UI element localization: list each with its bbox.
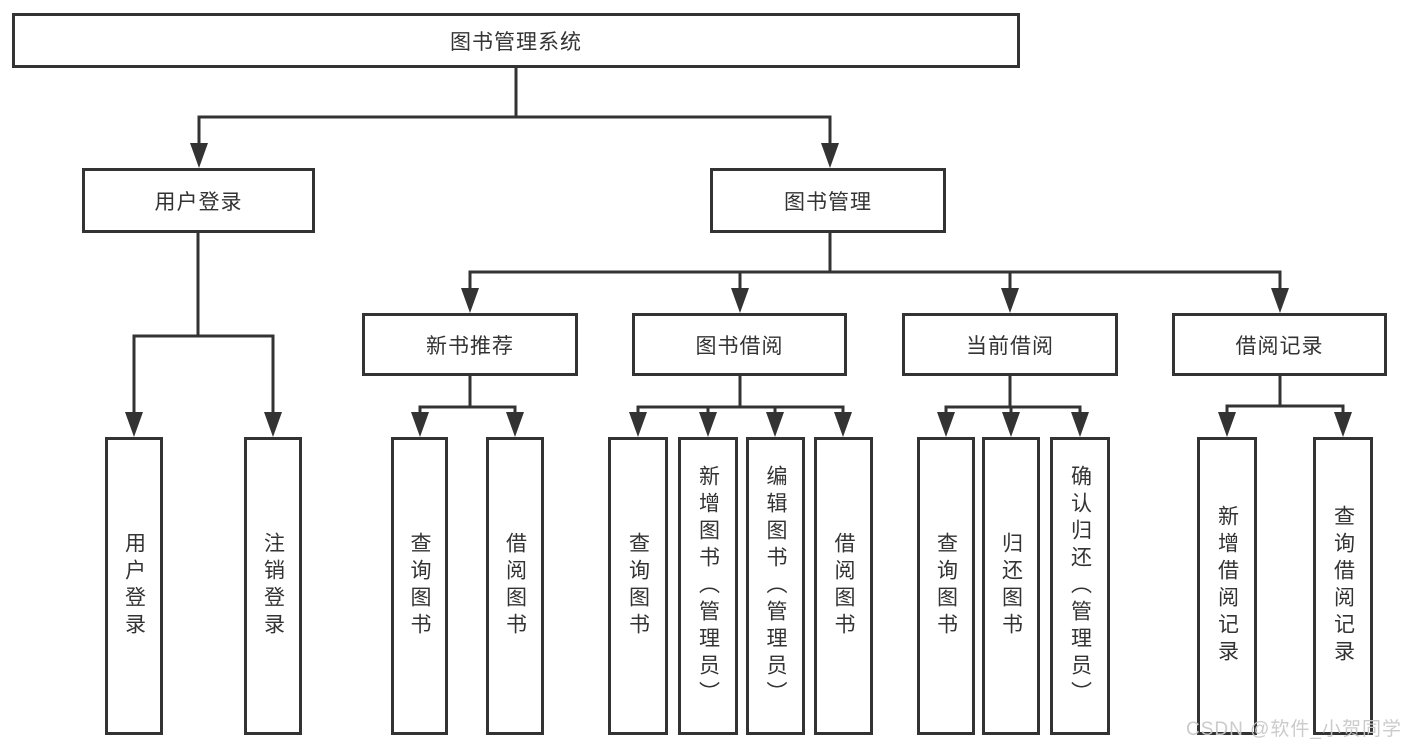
node-new-book-recommend: 新书推荐 (362, 313, 578, 376)
leaf-query-books-borrow: 查询图书 (608, 437, 668, 735)
leaf-query-borrow-record-label: 查询借阅记录 (1331, 505, 1355, 667)
leaf-query-books-current: 查询图书 (917, 437, 975, 735)
node-library-system: 图书管理系统 (12, 13, 1020, 68)
leaf-query-books-recommend: 查询图书 (391, 437, 448, 735)
leaf-edit-book-admin-label: 编辑图书（管理员） (764, 464, 787, 708)
leaf-user-login-label: 用户登录 (122, 532, 146, 640)
node-borrow-records: 借阅记录 (1172, 313, 1387, 376)
leaf-confirm-return-admin: 确认归还（管理员） (1050, 437, 1110, 735)
node-user-login: 用户登录 (82, 168, 315, 233)
leaf-edit-book-admin: 编辑图书（管理员） (746, 437, 805, 735)
leaf-logout-label: 注销登录 (261, 532, 285, 640)
leaf-confirm-return-admin-label: 确认归还（管理员） (1068, 464, 1092, 708)
node-book-management: 图书管理 (710, 168, 946, 233)
arrowheads (125, 143, 1352, 437)
leaf-add-borrow-record: 新增借阅记录 (1197, 437, 1257, 735)
node-book-borrow: 图书借阅 (632, 313, 847, 376)
leaf-add-book-admin: 新增图书（管理员） (678, 437, 738, 735)
leaf-query-books-borrow-label: 查询图书 (626, 532, 650, 640)
csdn-watermark: CSDN @软件_小贺同学 (1186, 719, 1402, 740)
leaf-borrow-books-recommend: 借阅图书 (486, 437, 544, 735)
leaf-return-books-label: 归还图书 (999, 532, 1023, 640)
node-current-borrow: 当前借阅 (902, 313, 1118, 376)
leaf-borrow-books: 借阅图书 (814, 437, 873, 735)
leaf-query-books-current-label: 查询图书 (934, 532, 958, 640)
leaf-return-books: 归还图书 (982, 437, 1040, 735)
leaf-borrow-books-recommend-label: 借阅图书 (503, 532, 527, 640)
leaf-add-borrow-record-label: 新增借阅记录 (1215, 505, 1239, 667)
leaf-user-login: 用户登录 (105, 437, 163, 735)
leaf-query-borrow-record: 查询借阅记录 (1313, 437, 1373, 735)
leaf-logout: 注销登录 (244, 437, 302, 735)
leaf-query-books-recommend-label: 查询图书 (408, 532, 431, 640)
leaf-borrow-books-label: 借阅图书 (832, 532, 855, 640)
leaf-add-book-admin-label: 新增图书（管理员） (696, 464, 720, 708)
